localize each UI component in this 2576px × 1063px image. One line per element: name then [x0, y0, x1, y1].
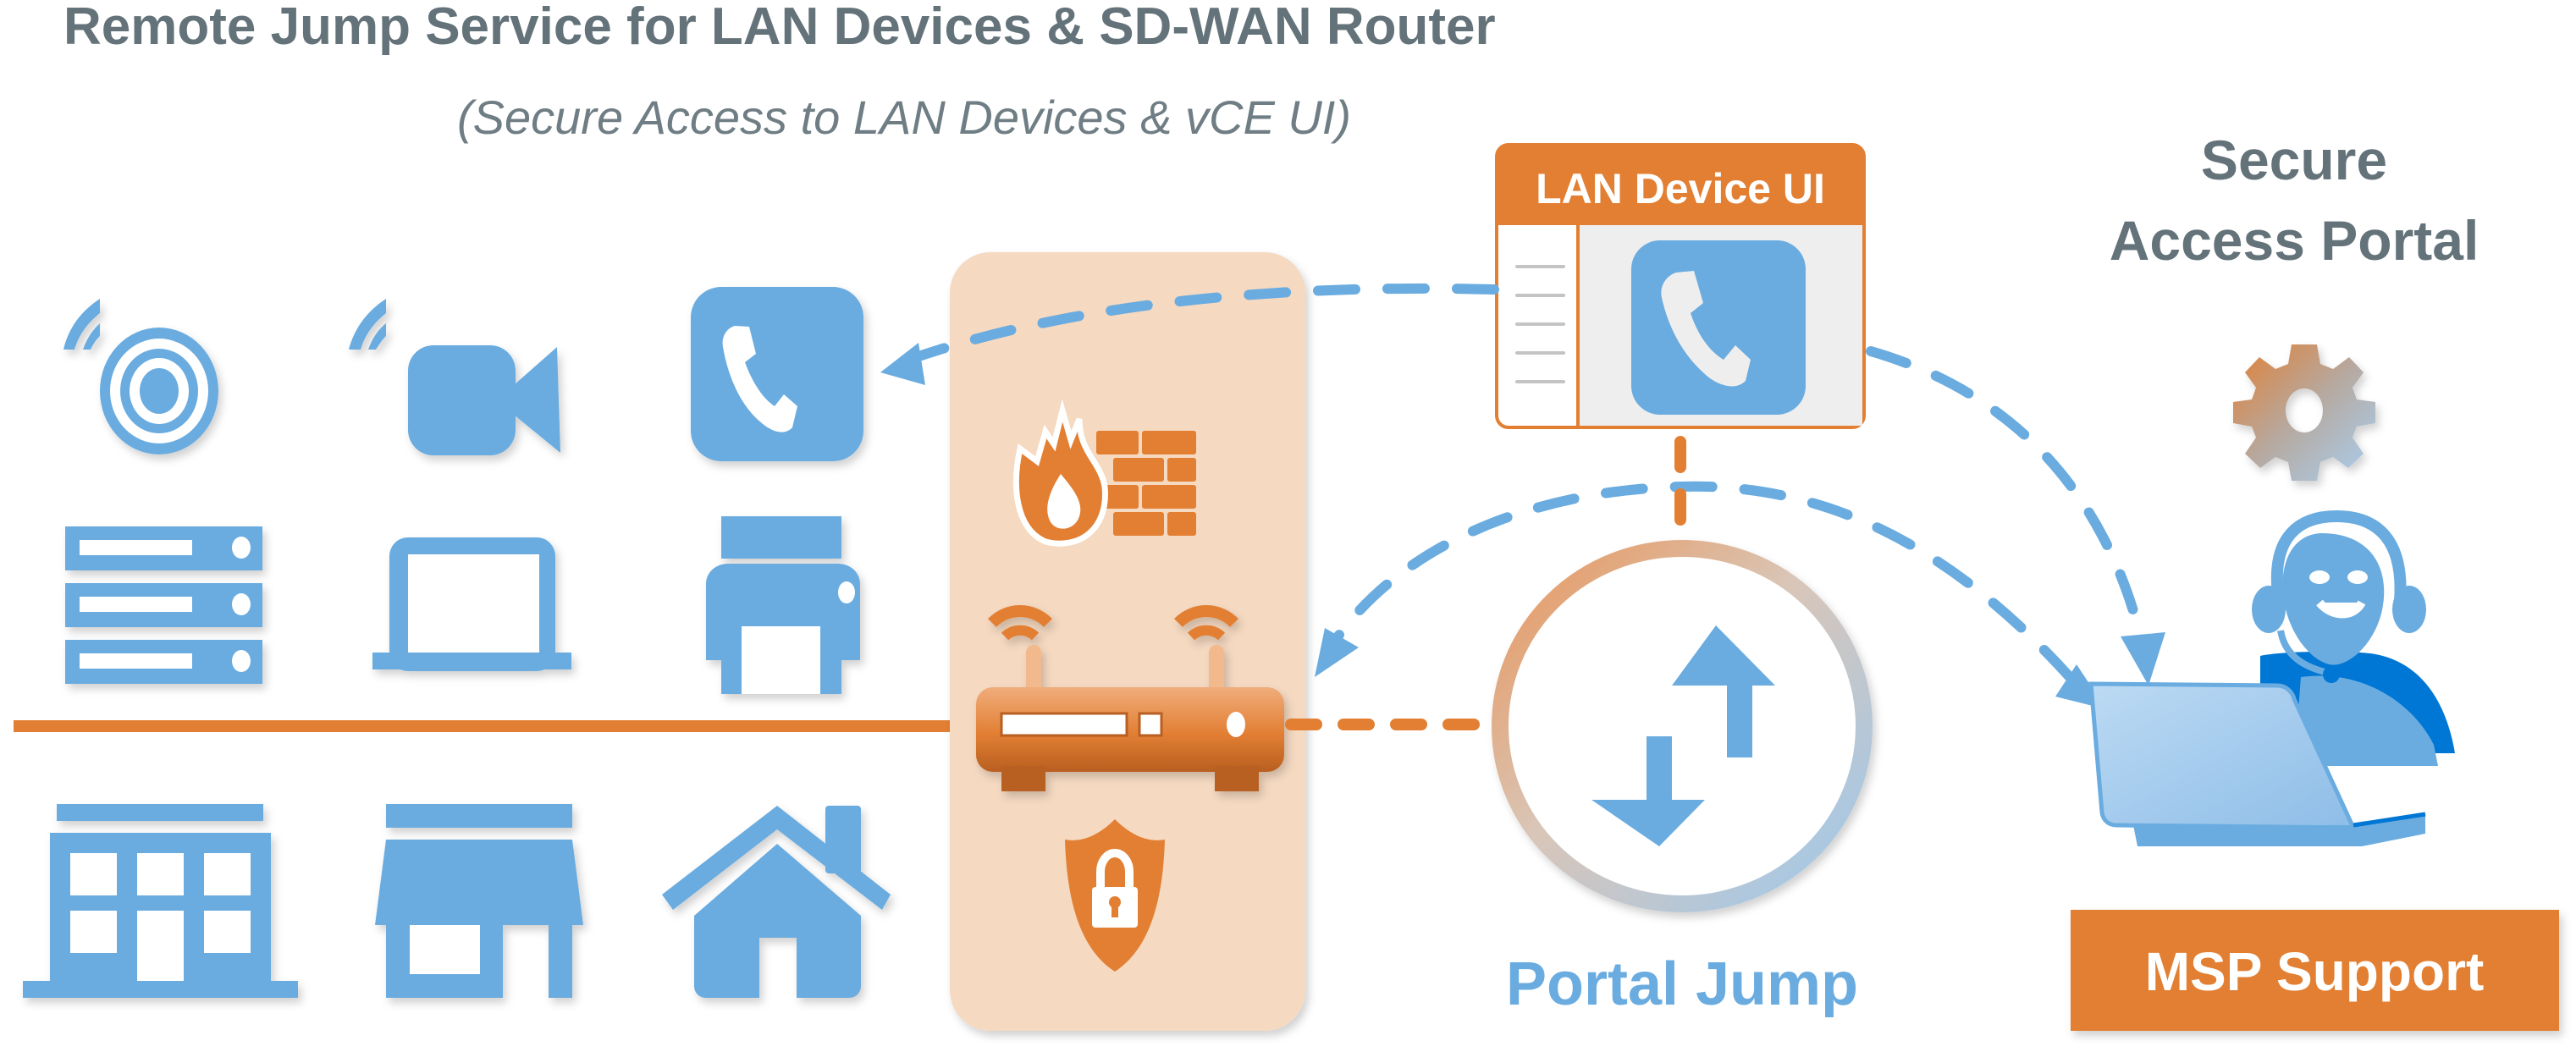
lan-wire — [14, 720, 962, 732]
house-icon — [662, 806, 891, 998]
portal-jump-node[interactable] — [1492, 540, 1873, 912]
wireless-sensor-icon — [63, 299, 218, 454]
shield-lock-icon — [1065, 819, 1165, 972]
portal-title-line2: Access Portal — [2110, 209, 2479, 272]
printer-icon — [706, 516, 860, 694]
router-icon — [976, 605, 1284, 791]
video-camera-icon — [349, 299, 560, 455]
gear-icon — [2233, 344, 2375, 481]
msp-support-label: MSP Support — [2145, 941, 2485, 1002]
office-building-icon — [23, 804, 298, 998]
msp-support-button[interactable]: MSP Support — [2071, 910, 2559, 1031]
phone-icon — [691, 287, 863, 461]
portal-title-line1: Secure — [2201, 129, 2387, 191]
laptop-icon — [372, 537, 571, 671]
firewall-icon — [1013, 399, 1196, 547]
transfer-arrows-icon — [1591, 625, 1775, 846]
lan-device-ui-label: LAN Device UI — [1536, 165, 1825, 212]
storefront-icon — [375, 804, 583, 998]
page-subtitle: (Secure Access to LAN Devices & vCE UI) — [457, 91, 1351, 144]
page-title: Remote Jump Service for LAN Devices & SD… — [63, 0, 1496, 56]
lan-ui-phone-icon — [1631, 240, 1806, 415]
portal-jump-label: Portal Jump — [1506, 950, 1858, 1018]
support-agent-laptop-icon — [2088, 509, 2455, 846]
server-rack-icon — [65, 526, 262, 684]
lan-device-ui-window[interactable]: LAN Device UI — [1495, 143, 1866, 429]
menu-lines-icon — [1515, 265, 1565, 383]
